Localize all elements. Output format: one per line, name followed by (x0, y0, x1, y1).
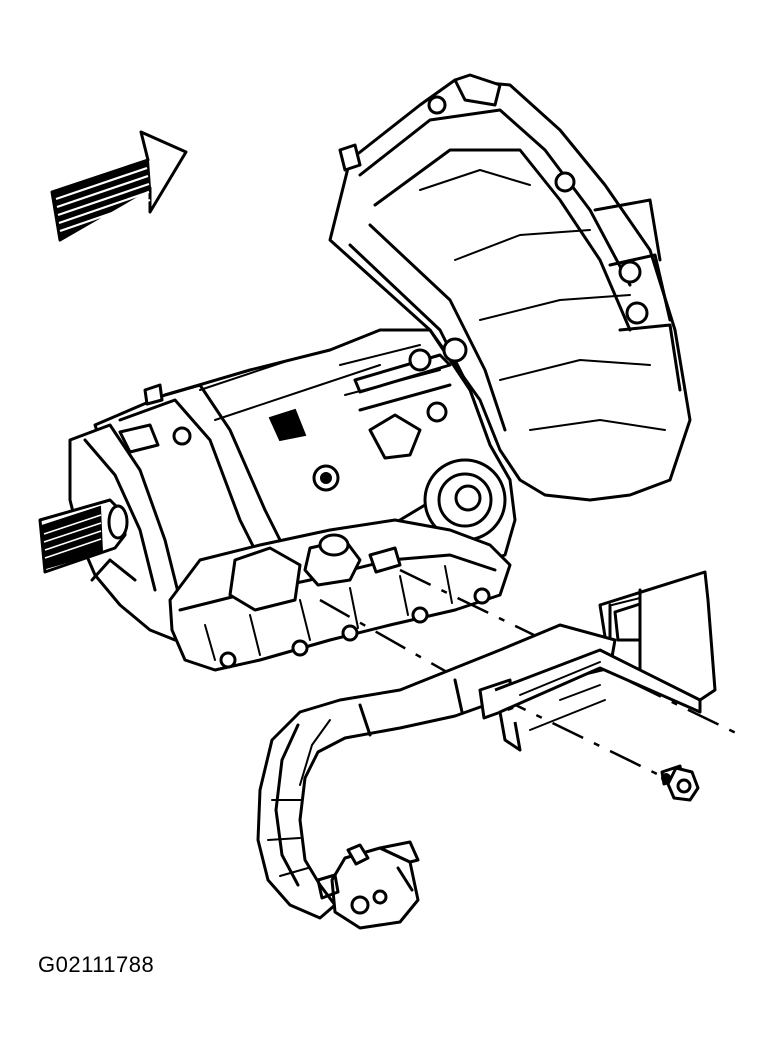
figure-code: G02111788 (38, 952, 155, 977)
wiring-harness (256, 623, 702, 920)
bracket-bolt (660, 764, 700, 802)
harness-connector (316, 840, 420, 930)
direction-arrow-icon (50, 130, 188, 242)
output-shaft (38, 498, 129, 574)
transmission-assembly (38, 73, 692, 672)
rear-mount-pad (393, 458, 507, 552)
